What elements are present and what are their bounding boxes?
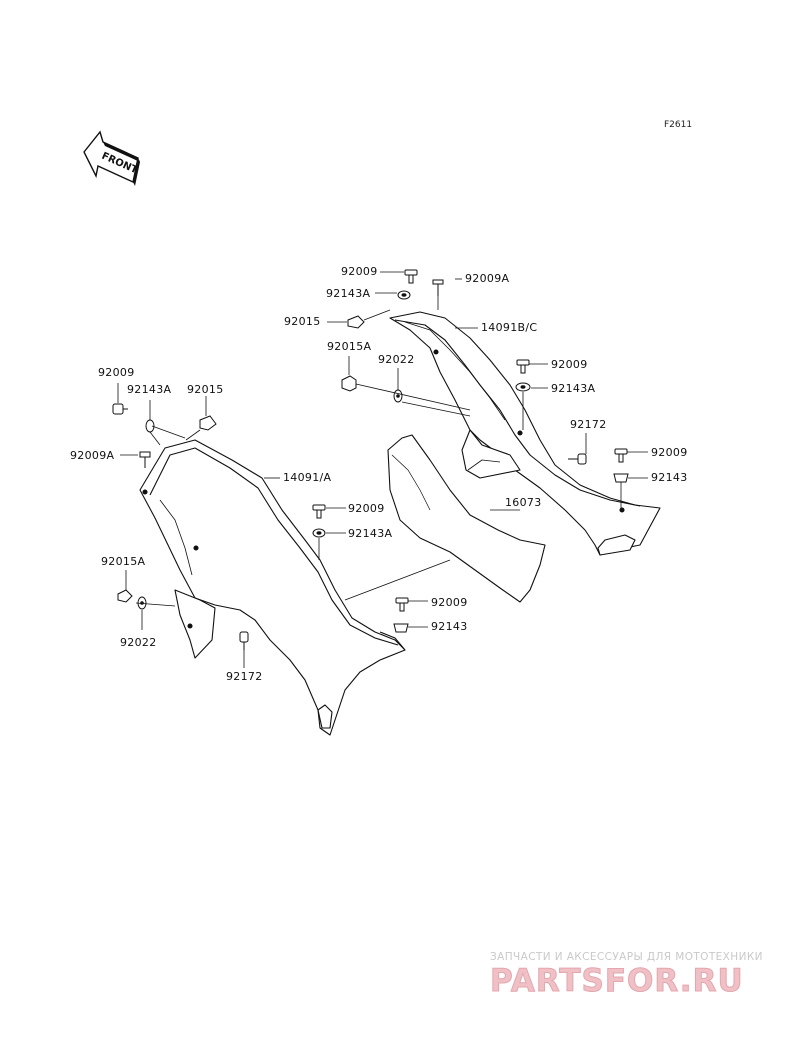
grommet-92143-left xyxy=(393,623,409,633)
washer-92022-right xyxy=(393,389,403,403)
callout-92015: 92015 xyxy=(284,315,321,328)
callout-14091A: 14091/A xyxy=(283,471,332,484)
nut-92015-left xyxy=(199,415,217,431)
guide-lines xyxy=(135,401,471,607)
fastener-92009A-top xyxy=(432,279,444,296)
screw-92172-left xyxy=(239,631,249,650)
leader-lines xyxy=(117,271,648,668)
callout-92009-mid: 92009 xyxy=(551,358,588,371)
callout-92022-right: 92022 xyxy=(378,353,415,366)
callout-92009-c: 92009 xyxy=(431,596,468,609)
screw-92172-right xyxy=(568,453,587,465)
side-cover-right xyxy=(389,311,661,556)
callout-92015A-left: 92015A xyxy=(101,555,146,568)
callout-92022-left: 92022 xyxy=(120,636,157,649)
figure-code: F2611 xyxy=(664,120,693,130)
callout-92009-left: 92009 xyxy=(98,366,135,379)
fastener-92009-mid xyxy=(516,359,530,374)
fastener-92009-left xyxy=(112,403,128,415)
cover-16073 xyxy=(387,434,546,603)
callout-92009-low: 92009 xyxy=(651,446,688,459)
callout-92143A-b: 92143A xyxy=(348,527,393,540)
nut-92015 xyxy=(347,315,365,329)
callout-92143A-left: 92143A xyxy=(127,383,172,396)
callout-92143A-top: 92143A xyxy=(326,287,371,300)
callout-92172-left: 92172 xyxy=(226,670,263,683)
callout-92143: 92143 xyxy=(651,471,688,484)
side-cover-left xyxy=(139,439,406,736)
callout-92009A-left: 92009A xyxy=(70,449,115,462)
washer-92143A-mid xyxy=(515,382,531,392)
fastener-92009-low xyxy=(614,448,628,463)
callout-92143-left: 92143 xyxy=(431,620,468,633)
callout-92009A-top: 92009A xyxy=(465,272,510,285)
fastener-92009-b xyxy=(312,504,326,519)
front-arrow: FRONT xyxy=(83,130,140,186)
callout-92172-right: 92172 xyxy=(570,418,607,431)
callout-92015A-right: 92015A xyxy=(327,340,372,353)
fastener-92009-c xyxy=(395,597,409,612)
callout-92009-b: 92009 xyxy=(348,502,385,515)
callout-92009-top: 92009 xyxy=(341,265,378,278)
grommet-92143 xyxy=(613,473,629,483)
callout-16073: 16073 xyxy=(505,496,542,509)
watermark-logo: PARTSFOR.RU xyxy=(490,963,744,1000)
callout-14091BC: 14091B/C xyxy=(481,321,538,334)
fastener-92009-top xyxy=(404,269,418,284)
watermark-tagline: ЗАПЧАСТИ И АКСЕССУАРЫ ДЛЯ МОТОТЕХНИКИ xyxy=(490,951,763,963)
callout-92143A-mid: 92143A xyxy=(551,382,596,395)
washer-92143A-b xyxy=(312,528,326,538)
fastener-92009A-left xyxy=(139,451,151,468)
callout-92015-left: 92015 xyxy=(187,383,224,396)
nut-92015A-right xyxy=(341,375,357,392)
nut-92015A-left xyxy=(117,589,133,603)
washer-92143A-top xyxy=(397,290,411,300)
